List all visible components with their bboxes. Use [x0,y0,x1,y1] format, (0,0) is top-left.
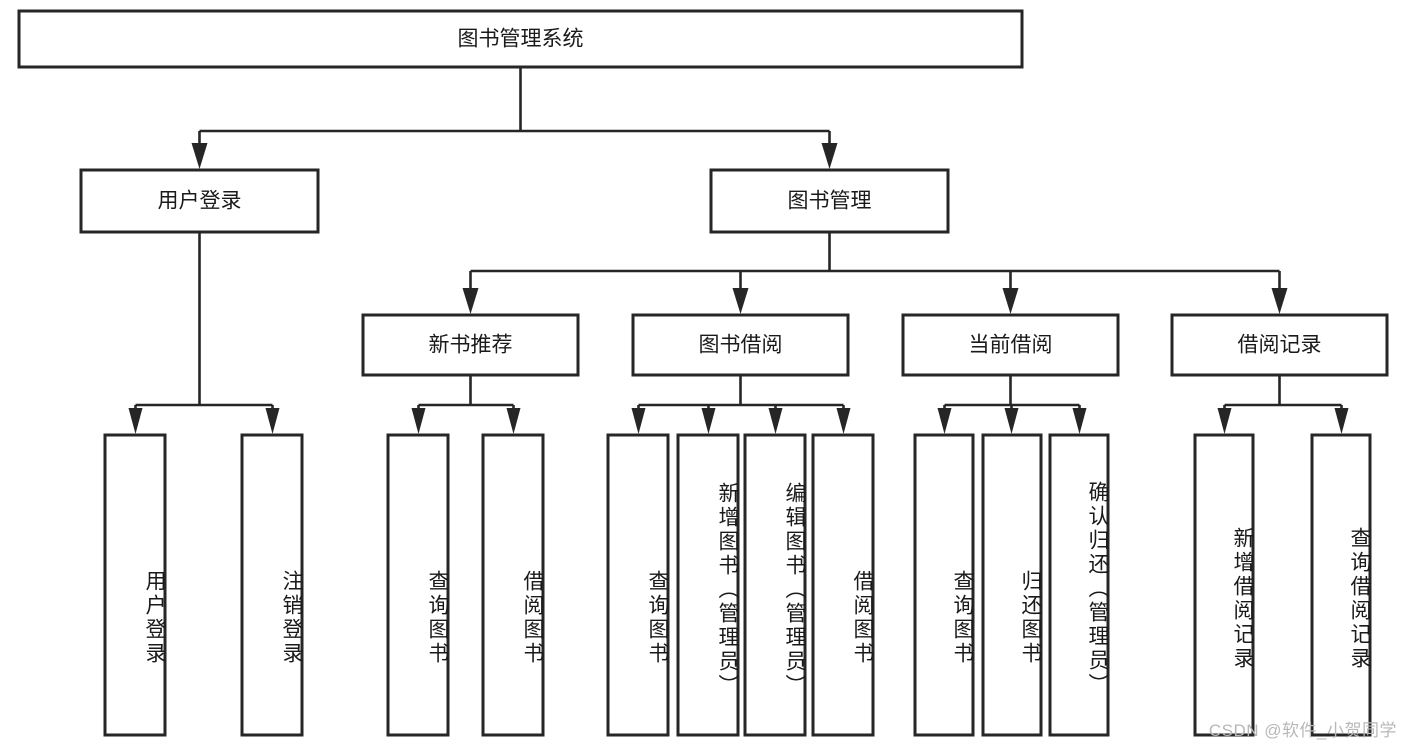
connector-group-root [191,67,838,169]
connector-group-new-book [411,375,521,434]
arrow-head-leaf-logout [265,408,280,434]
node-current-borrow[interactable]: 当前借阅 [901,313,1120,377]
arrow-head-user-login [191,143,208,169]
node-root[interactable]: 图书管理系统 [17,9,1024,69]
node-book-borrow-rect[interactable] [631,313,850,377]
node-book-borrow[interactable]: 图书借阅 [631,313,850,377]
arrow-head-current-borrow [1002,288,1019,314]
leaf-rect-add-record[interactable] [1193,433,1255,737]
node-user-login-label: 用户登录 [158,190,242,213]
node-user-login[interactable]: 用户登录 [79,168,320,234]
leaf-rect-logout[interactable] [240,433,304,737]
node-root-rect[interactable] [17,9,1024,69]
leaf-rect-confirm-return[interactable] [1048,433,1110,737]
arrow-head-leaf-add-book [701,408,716,434]
leaf-rect-edit-book[interactable] [743,433,807,737]
arrow-head-leaf-query-book-2 [631,408,646,434]
leaf-rect-query-book-2[interactable] [606,433,670,737]
node-book-mgmt-rect[interactable] [709,168,950,234]
leaf-rect-borrow-book-1[interactable] [481,433,545,737]
node-new-book-recommend-label: 新书推荐 [429,334,513,357]
arrow-head-leaf-borrow-book-2 [836,408,851,434]
arrow-head-leaf-user-login [128,408,143,434]
node-user-login-rect[interactable] [79,168,320,234]
connector-group-user-login [128,232,280,434]
arrow-head-leaf-edit-book [768,408,783,434]
arrow-head-leaf-return-book [1004,408,1019,434]
node-book-mgmt-label: 图书管理 [788,190,872,213]
arrow-head-leaf-query-record [1334,408,1349,434]
node-borrow-record-label: 借阅记录 [1238,334,1322,357]
node-borrow-record[interactable]: 借阅记录 [1170,313,1389,377]
leaf-rect-query-book-3[interactable] [913,433,975,737]
arrow-head-leaf-query-book-3 [937,408,952,434]
arrow-head-leaf-add-record [1217,408,1232,434]
node-current-borrow-label: 当前借阅 [969,334,1053,357]
csdn-watermark: CSDN @软件_小贺同学 [1208,721,1397,740]
arrow-head-new-book [462,288,479,314]
leaf-rect-query-record[interactable] [1310,433,1372,737]
arrow-head-leaf-borrow-book-1 [506,408,521,434]
connector-group-book-mgmt [462,232,1288,314]
arrow-head-leaf-confirm-return [1072,408,1087,434]
node-current-borrow-rect[interactable] [901,313,1120,377]
connector-group-borrow [631,375,851,434]
arrow-head-leaf-query-book-1 [411,408,426,434]
arrow-head-book-mgmt [821,143,838,169]
node-book-mgmt[interactable]: 图书管理 [709,168,950,234]
leaf-rect-return-book[interactable] [981,433,1043,737]
node-book-borrow-label: 图书借阅 [699,334,783,357]
node-new-book-recommend[interactable]: 新书推荐 [361,313,580,377]
arrow-head-borrow-record [1271,288,1288,314]
leaf-rect-add-book[interactable] [676,433,740,737]
connector-group-borrow-record [1217,375,1349,434]
node-new-book-recommend-rect[interactable] [361,313,580,377]
leaf-rect-query-book-1[interactable] [386,433,450,737]
leaf-rect-user-login[interactable] [103,433,167,737]
node-borrow-record-rect[interactable] [1170,313,1389,377]
leaf-rect-borrow-book-2[interactable] [811,433,875,737]
connector-group-current-borrow [937,375,1087,434]
node-root-label: 图书管理系统 [458,28,584,51]
arrow-head-borrow [732,288,749,314]
